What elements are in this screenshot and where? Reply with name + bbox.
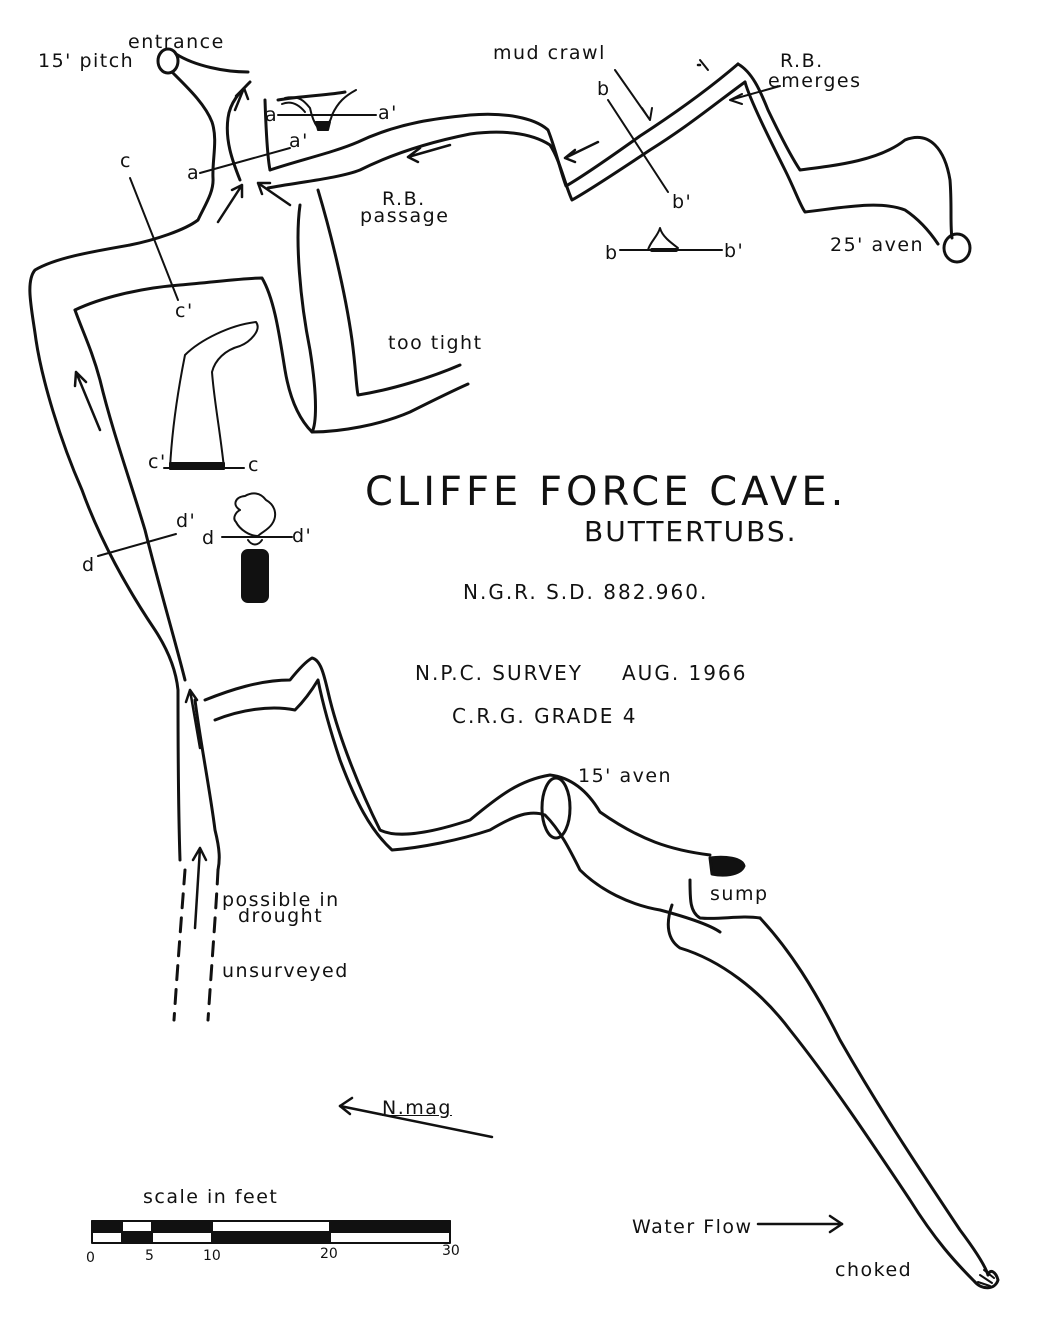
- section-c-plan: c: [120, 150, 132, 172]
- scale-tick-0: 0: [86, 1250, 95, 1266]
- scale-seg-5: [329, 1220, 451, 1233]
- scale-seg-3: [151, 1220, 213, 1233]
- label-unsurveyed: unsurveyed: [222, 960, 349, 982]
- grid-reference: N.G.R. S.D. 882.960.: [463, 580, 709, 604]
- section-b-prime-plan: b': [672, 191, 693, 213]
- lower-passage-wall-2: [213, 678, 722, 934]
- entrance-passage-wall-outer: [174, 52, 250, 74]
- section-c-prime-xs: c': [148, 451, 167, 473]
- lower-passage-main-west-wall: [193, 698, 221, 872]
- section-a-xs: a: [265, 104, 279, 126]
- choke-passage-end: [973, 1269, 1000, 1290]
- section-line-a: [199, 147, 291, 174]
- section-b-plan: b: [597, 78, 611, 100]
- choke-debris: [977, 1269, 995, 1287]
- entrance-shaft: [156, 47, 180, 75]
- choke-passage-wall-1: [758, 916, 990, 1277]
- flow-arrows: [73, 63, 702, 930]
- section-line-d: [97, 533, 177, 557]
- survey-date: AUG. 1966: [622, 661, 748, 685]
- survey-credit: N.P.C. SURVEY: [415, 661, 583, 685]
- sump-pool: [708, 855, 746, 877]
- label-north-magnetic: N.mag: [382, 1097, 452, 1119]
- section-d-xs: d: [202, 527, 216, 549]
- scale-tick-10: 10: [203, 1248, 221, 1264]
- scale-seg-2: [121, 1231, 153, 1244]
- section-c-xs: c: [248, 454, 260, 476]
- scale-tick-20: 20: [320, 1246, 338, 1262]
- label-possible-1: possible in: [222, 889, 340, 911]
- scale-tick-5: 5: [145, 1248, 154, 1264]
- section-line-c: [129, 177, 179, 301]
- aven-branch-wall-outer: [736, 62, 954, 240]
- label-rb-passage-2: passage: [360, 205, 450, 227]
- label-mud-crawl: mud crawl: [493, 42, 606, 64]
- label-rb-emerges-2: emerges: [768, 70, 862, 92]
- label-aven-25: 25' aven: [830, 234, 925, 256]
- label-choked: choked: [835, 1259, 913, 1281]
- aven-branch-wall-inner: [743, 80, 940, 246]
- map-title: CLIFFE FORCE CAVE.: [365, 469, 848, 515]
- section-a-prime-plan: a': [289, 130, 309, 152]
- unsurveyed-passage-right: [206, 868, 220, 1022]
- cross-section-c: [163, 321, 259, 470]
- rb-passage-junction-left: [276, 90, 347, 102]
- sump-passage-wall: [688, 878, 762, 920]
- label-water-flow: Water Flow: [632, 1216, 753, 1238]
- too-tight-passage-wall-1: [296, 203, 470, 434]
- map-subtitle: BUTTERTUBS.: [584, 515, 798, 548]
- section-c-prime-plan: c': [175, 300, 194, 322]
- section-b-xs: b: [605, 242, 619, 264]
- scale-seg-4: [211, 1231, 331, 1244]
- section-lines: [97, 99, 669, 557]
- water-flow-arrow: [756, 1214, 844, 1234]
- scale-tick-30: 30: [442, 1243, 460, 1259]
- label-pitch: 15' pitch: [38, 50, 135, 72]
- choke-passage-wall-2: [666, 903, 977, 1284]
- rb-passage-junction: [263, 98, 272, 172]
- section-a-plan: a: [187, 162, 201, 184]
- rb-passage-upper-wall: [268, 62, 740, 188]
- scale-bar: [91, 1220, 451, 1244]
- label-possible-2: drought: [238, 905, 324, 927]
- north-arrow: [338, 1096, 494, 1139]
- section-a-prime-xs: a': [378, 102, 398, 124]
- section-d-prime-xs: d': [292, 525, 313, 547]
- label-scale-title: scale in feet: [143, 1186, 279, 1208]
- western-loop-wall-1: [73, 276, 314, 434]
- scale-seg-1: [91, 1220, 123, 1233]
- western-loop-wall-2: [73, 308, 187, 682]
- section-d-prime-plan: d': [176, 510, 197, 532]
- lower-passage-wall-1: [203, 656, 712, 857]
- section-b-prime-xs: b': [724, 240, 745, 262]
- cross-section-a: [277, 89, 377, 131]
- entrance-passage-wall-inner: [28, 70, 217, 862]
- unsurveyed-passage-left: [172, 868, 187, 1022]
- label-too-tight: too tight: [388, 332, 483, 354]
- label-rb-passage-1: R.B.: [382, 188, 426, 210]
- aven-25-shaft: [942, 232, 972, 264]
- cross-section-b: [619, 227, 723, 252]
- section-d-plan: d: [82, 554, 96, 576]
- cross-section-d: [221, 492, 293, 603]
- label-pointers: [614, 59, 781, 121]
- rb-passage-lower-wall: [266, 80, 747, 202]
- too-tight-passage-wall-2: [316, 188, 462, 397]
- section-line-b: [607, 99, 669, 193]
- label-aven-15: 15' aven: [578, 765, 673, 787]
- survey-grade: C.R.G. GRADE 4: [452, 704, 638, 728]
- label-entrance: entrance: [128, 31, 225, 53]
- label-sump: sump: [710, 883, 769, 905]
- aven-15-shaft: [540, 776, 572, 840]
- label-rb-emerges-1: R.B.: [780, 50, 824, 72]
